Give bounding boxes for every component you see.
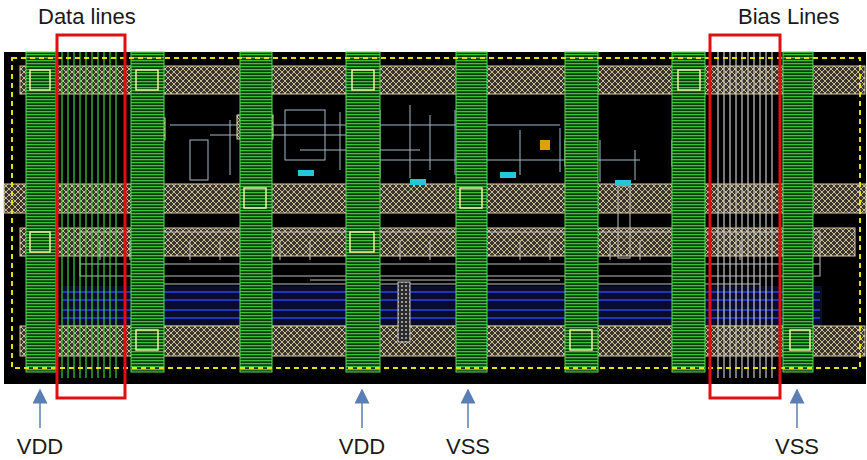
region-label: Bias Lines bbox=[738, 6, 840, 28]
supply-label: VDD bbox=[17, 436, 63, 458]
supply-label: VSS bbox=[446, 436, 490, 458]
supply-label: VSS bbox=[775, 436, 819, 458]
region-label: Data lines bbox=[38, 6, 136, 28]
supply-label: VDD bbox=[339, 436, 385, 458]
